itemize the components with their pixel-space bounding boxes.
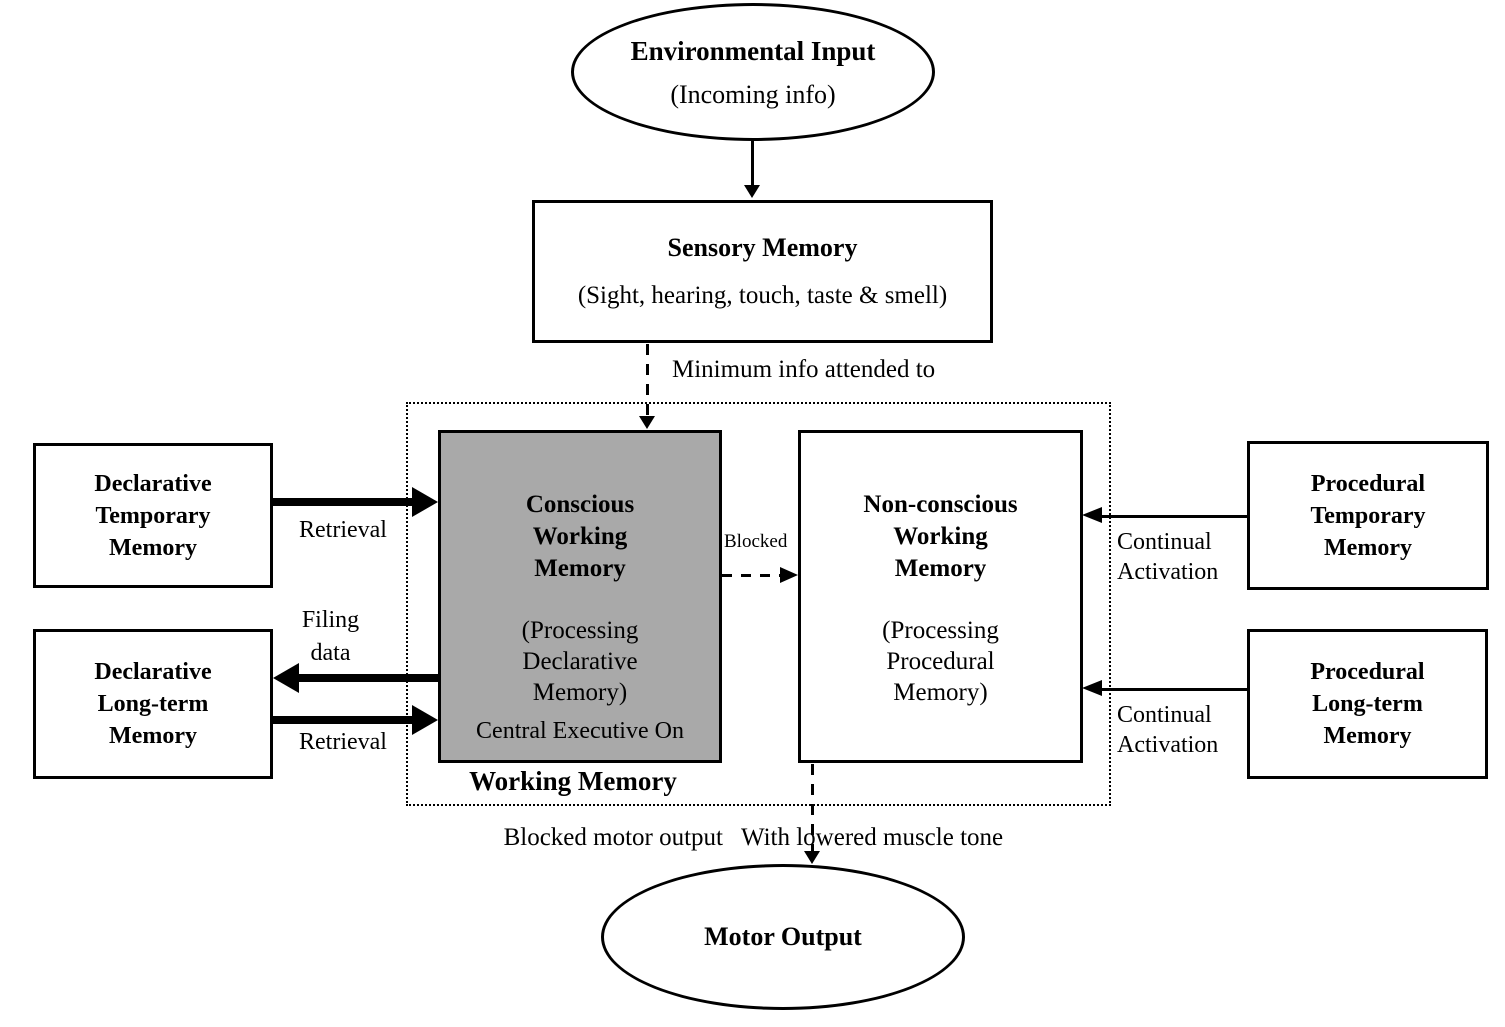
node-conscious-working-memory: Conscious Working Memory (Processing Dec…	[438, 430, 722, 763]
working-memory-label: Working Memory	[469, 766, 677, 796]
edge-label-blocked: Blocked	[724, 531, 788, 552]
edge-label-filing-data: Filing data	[301, 607, 360, 666]
non-conscious-wm-subtitle: (Processing Procedural Memory)	[882, 617, 999, 706]
declarative-long-term-title: Declarative Long-term Memory	[94, 659, 212, 749]
arrow-env-to-sensory-line	[751, 141, 754, 187]
non-conscious-wm-title: Non-conscious Working Memory	[863, 491, 1018, 582]
sensory-memory-title: Sensory Memory	[667, 233, 858, 262]
conscious-wm-subtitle: (Processing Declarative Memory)	[521, 617, 639, 706]
edge-label-retrieval-temporary: Retrieval	[299, 517, 387, 543]
arrow-continual-temporary-line	[1100, 515, 1247, 518]
edge-label-with-lowered-muscle-tone: With lowered muscle tone	[741, 824, 1004, 851]
edge-label-blocked-motor-output: Blocked motor output	[503, 824, 723, 851]
node-procedural-temporary-memory: Procedural Temporary Memory	[1247, 441, 1489, 590]
edge-label-minimum-info: Minimum info attended to	[672, 356, 936, 383]
conscious-wm-footer: Central Executive On	[476, 718, 684, 744]
edge-label-retrieval-long-term: Retrieval	[299, 729, 387, 755]
procedural-temporary-title: Procedural Temporary Memory	[1310, 470, 1426, 561]
edge-label-continual-activation-long-term: Continual Activation	[1117, 702, 1219, 758]
arrow-continual-long-term-head-icon	[1082, 680, 1102, 696]
arrow-wm-to-motor-dashed-line	[811, 764, 814, 852]
working-memory-group-border	[406, 402, 1111, 806]
arrow-wm-to-motor-head-icon	[804, 851, 820, 864]
node-non-conscious-working-memory: Non-conscious Working Memory (Processing…	[798, 430, 1083, 763]
declarative-temporary-title: Declarative Temporary Memory	[94, 470, 212, 561]
arrow-continual-temporary-head-icon	[1082, 507, 1102, 523]
node-sensory-memory: Sensory Memory (Sight, hearing, touch, t…	[532, 200, 993, 343]
node-declarative-temporary-memory: Declarative Temporary Memory	[33, 443, 273, 588]
arrow-sensory-to-wm-dashed-line	[646, 344, 649, 418]
environmental-input-title: Environmental Input	[630, 35, 876, 66]
edge-label-continual-activation-temporary: Continual Activation	[1117, 529, 1219, 585]
conscious-wm-title: Conscious Working Memory	[525, 491, 635, 582]
arrow-filing-data-head-icon	[273, 663, 299, 693]
arrow-filing-data-shaft	[298, 674, 438, 682]
sensory-memory-subtitle: (Sight, hearing, touch, taste & smell)	[577, 282, 948, 309]
arrow-retrieval-long-term-shaft	[273, 716, 414, 724]
arrow-sensory-to-wm-head-icon	[639, 416, 655, 429]
node-motor-output: Motor Output	[601, 864, 965, 1010]
arrow-env-to-sensory-head-icon	[744, 185, 760, 198]
arrow-blocked-dashed-line	[722, 574, 782, 577]
procedural-long-term-title: Procedural Long-term Memory	[1310, 659, 1425, 749]
node-declarative-long-term-memory: Declarative Long-term Memory	[33, 629, 273, 779]
arrow-retrieval-long-term-head-icon	[412, 705, 438, 735]
motor-output-title: Motor Output	[704, 922, 862, 951]
arrow-retrieval-temporary-head-icon	[412, 487, 438, 517]
arrow-blocked-head-icon	[780, 567, 798, 583]
arrow-continual-long-term-line	[1100, 688, 1247, 691]
node-procedural-long-term-memory: Procedural Long-term Memory	[1247, 629, 1488, 779]
arrow-retrieval-temporary-shaft	[273, 498, 414, 506]
node-environmental-input: Environmental Input (Incoming info)	[571, 3, 935, 141]
environmental-input-subtitle: (Incoming info)	[670, 79, 836, 109]
